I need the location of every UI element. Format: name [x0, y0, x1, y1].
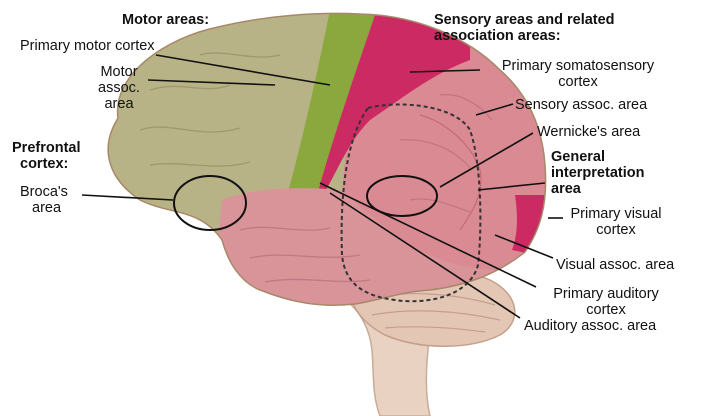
heading-sensory-line2: association areas: [434, 28, 615, 44]
label-primary-motor-cortex: Primary motor cortex [20, 38, 155, 54]
heading-sensory-areas: Sensory areas and related association ar… [434, 12, 615, 44]
label-motor-assoc-line1: Motor [92, 64, 146, 80]
heading-prefrontal-cortex: Prefrontal cortex: [12, 140, 81, 172]
heading-sensory-line1: Sensory areas and related [434, 12, 615, 28]
label-sensory-assoc-area: Sensory assoc. area [515, 97, 647, 113]
label-broca-area: Broca's area [20, 184, 68, 216]
label-broca-line1: Broca's [20, 184, 68, 200]
label-wernicke-area: Wernicke's area [537, 124, 640, 140]
label-motor-assoc-area: Motor assoc. area [92, 64, 146, 112]
label-primary-visual-line1: Primary visual [562, 206, 670, 222]
heading-general-interpretation: General interpretation area [551, 149, 644, 197]
visual-cortex-region [512, 195, 560, 260]
label-visual-assoc-area: Visual assoc. area [556, 257, 674, 273]
label-primary-somato-line2: cortex [478, 74, 678, 90]
heading-general-line3: area [551, 181, 644, 197]
heading-general-line2: interpretation [551, 165, 644, 181]
label-primary-somatosensory-cortex: Primary somatosensory cortex [478, 58, 678, 90]
label-motor-assoc-line3: area [92, 96, 146, 112]
heading-prefrontal-line1: Prefrontal [12, 140, 81, 156]
label-primary-auditory-line1: Primary auditory [538, 286, 674, 302]
label-broca-line2: area [20, 200, 68, 216]
label-auditory-assoc-area: Auditory assoc. area [524, 318, 656, 334]
label-primary-auditory-line2: cortex [538, 302, 674, 318]
label-primary-visual-line2: cortex [562, 222, 670, 238]
heading-prefrontal-line2: cortex: [12, 156, 81, 172]
label-primary-auditory-cortex: Primary auditory cortex [538, 286, 674, 318]
heading-motor-areas: Motor areas: [122, 12, 209, 28]
label-motor-assoc-line2: assoc. [92, 80, 146, 96]
label-primary-somato-line1: Primary somatosensory [478, 58, 678, 74]
heading-general-line1: General [551, 149, 644, 165]
label-primary-visual-cortex: Primary visual cortex [562, 206, 670, 238]
